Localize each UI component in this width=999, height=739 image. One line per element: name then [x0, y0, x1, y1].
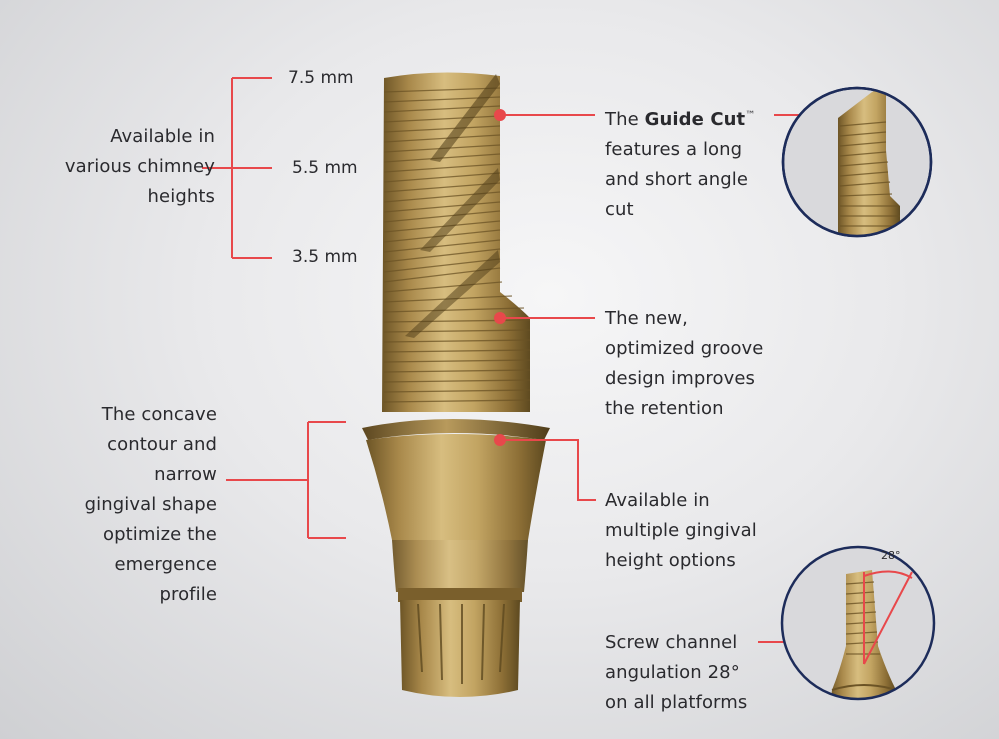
angle-callout: 28° [881, 549, 901, 562]
chimney-label: Available in various chimney heights [64, 126, 215, 207]
groove-label: The new, optimized groove design improve… [605, 308, 764, 419]
height-3-5: 3.5 mm [292, 247, 358, 267]
height-5-5: 5.5 mm [292, 158, 358, 178]
screw-channel-detail [780, 545, 936, 701]
guide-cut-label: The Guide Cut™ features a long and short… [605, 109, 756, 220]
screw-label: Screw channel angulation 28° on all plat… [605, 632, 748, 713]
concave-label: The concave contour and narrow gingival … [84, 404, 217, 605]
height-7-5: 7.5 mm [288, 68, 354, 88]
chimney-body [382, 72, 531, 412]
gingival-collar [362, 419, 550, 697]
guide-cut-detail [781, 86, 933, 238]
gingival-label: Available in multiple gingival height op… [605, 490, 757, 571]
